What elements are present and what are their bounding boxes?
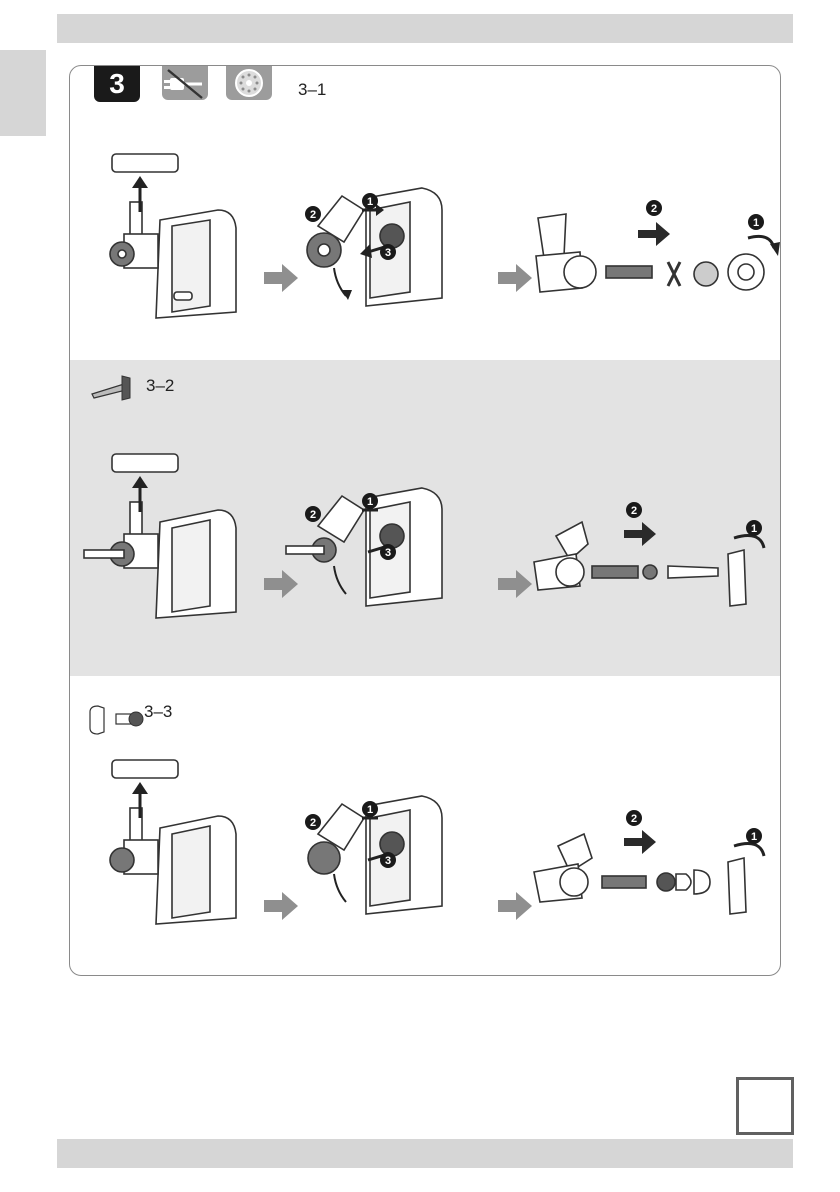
svg-text:1: 1 xyxy=(367,196,373,208)
step-badge: 3 xyxy=(94,66,140,102)
disassembly-illustration-3-3: 1 2 3 2 1 xyxy=(70,676,780,975)
mincing-plate-icon xyxy=(226,66,272,100)
callout-3: 3 xyxy=(380,244,396,260)
page-number-box xyxy=(736,1077,794,1135)
callout-1-explode: 1 xyxy=(748,214,764,230)
disassembly-illustration-3-1: 1 2 3 xyxy=(70,106,780,360)
section-label-3-1: 3–1 xyxy=(298,80,326,100)
svg-text:3: 3 xyxy=(385,855,391,867)
language-tab xyxy=(0,50,46,136)
svg-text:2: 2 xyxy=(310,817,316,829)
grinder-with-tray xyxy=(110,154,236,318)
instruction-panel: 3 3–1 xyxy=(69,65,781,976)
section-3-1: 1 2 3 xyxy=(70,106,780,360)
svg-text:2: 2 xyxy=(631,813,637,825)
svg-text:3: 3 xyxy=(385,247,391,259)
footer-bar xyxy=(57,1139,793,1168)
svg-text:1: 1 xyxy=(367,496,373,508)
svg-text:3: 3 xyxy=(385,547,391,559)
unplug-icon xyxy=(162,66,208,100)
exploded-parts xyxy=(536,214,764,292)
section-3-2: 3–2 xyxy=(70,360,780,676)
svg-text:1: 1 xyxy=(753,217,759,229)
callout-2-explode: 2 xyxy=(646,200,662,216)
svg-text:2: 2 xyxy=(651,203,657,215)
callout-1: 1 xyxy=(362,193,378,209)
svg-text:1: 1 xyxy=(751,523,757,535)
header-bar xyxy=(57,14,793,43)
svg-text:1: 1 xyxy=(751,831,757,843)
section-3-3: 3–3 1 xyxy=(70,676,780,975)
disassembly-illustration-3-2: 1 2 3 2 1 xyxy=(70,360,780,676)
svg-text:2: 2 xyxy=(310,509,316,521)
svg-text:1: 1 xyxy=(367,804,373,816)
callout-2: 2 xyxy=(305,206,321,222)
svg-text:2: 2 xyxy=(631,505,637,517)
svg-text:2: 2 xyxy=(310,209,316,221)
